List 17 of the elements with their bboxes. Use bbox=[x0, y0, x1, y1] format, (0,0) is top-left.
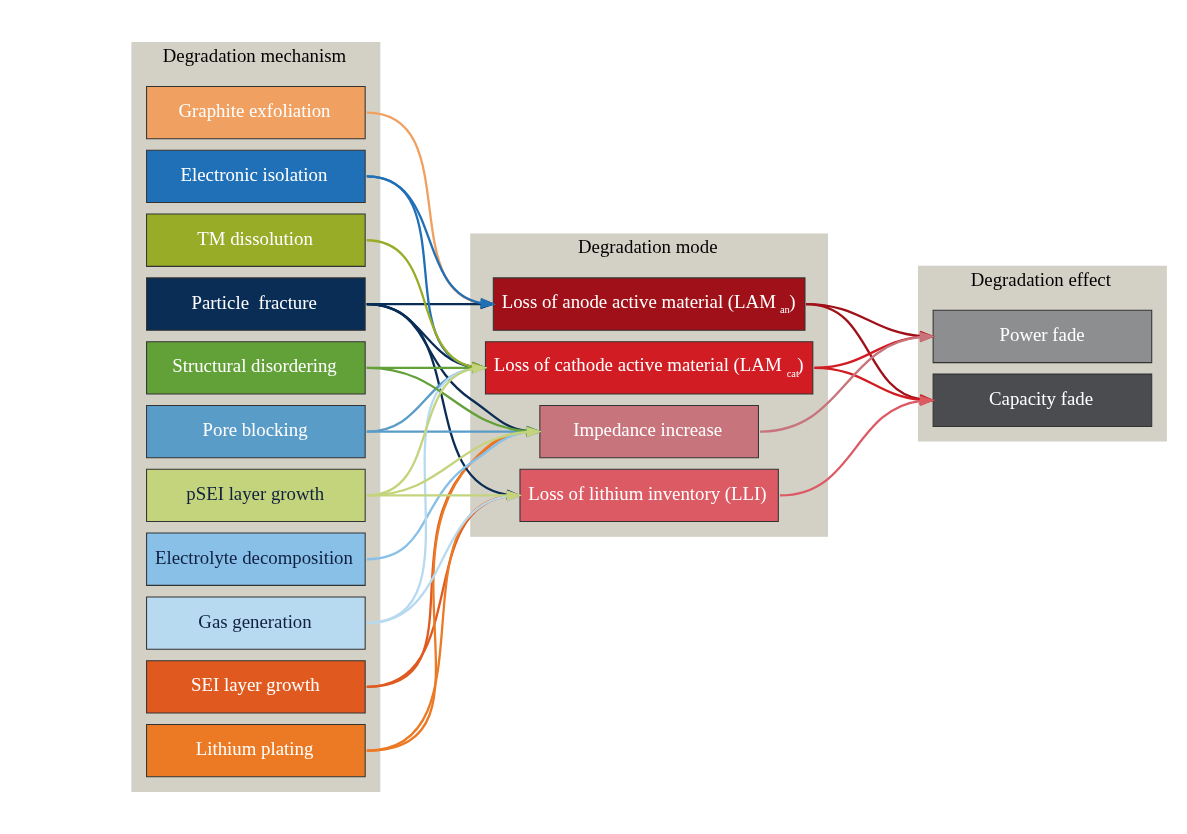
node-box: pSEI layer growth bbox=[146, 468, 366, 523]
node-box: Electronic isolation bbox=[146, 149, 366, 204]
node-box: Particle fracture bbox=[146, 277, 366, 331]
node-box: TM dissolution bbox=[146, 213, 366, 267]
node-box: Loss of cathode active material (LAM$_{cat}$) bbox=[484, 341, 814, 395]
node-box: Lithium plating bbox=[146, 724, 366, 778]
node-box: Loss of anode active material (LAM$_{an}$) bbox=[492, 277, 806, 331]
node-box: Loss of lithium inventory (LLI) bbox=[519, 468, 779, 523]
node-box: SEI layer growth bbox=[146, 660, 366, 714]
node-box: Electrolyte decomposition bbox=[146, 532, 366, 586]
node-box: Gas generation bbox=[146, 596, 366, 650]
node-box: Capacity fade bbox=[932, 373, 1153, 427]
node-box: Impedance increase bbox=[539, 404, 759, 459]
node-box: Structural disordering bbox=[146, 341, 366, 395]
node-box: Pore blocking bbox=[146, 404, 366, 459]
node-box: Graphite exfoliation bbox=[146, 85, 366, 140]
node-box: Power fade bbox=[932, 309, 1153, 364]
